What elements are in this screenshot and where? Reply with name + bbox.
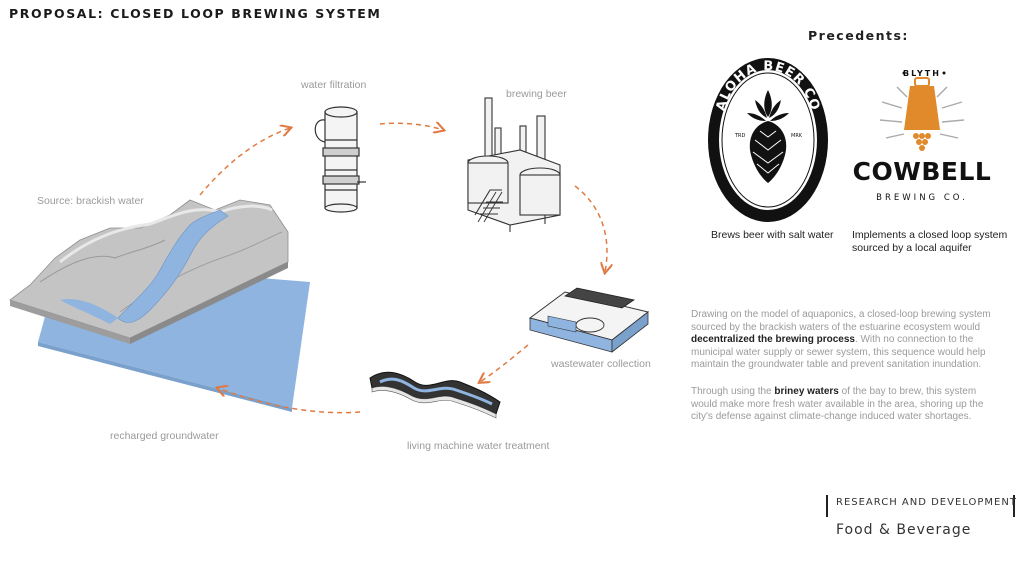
p2-text-a: Through using the	[691, 386, 775, 397]
subcategory-label: Food & Beverage	[836, 522, 972, 538]
living-machine	[369, 371, 501, 419]
brewing-beer-label: brewing beer	[506, 88, 567, 100]
cowbell-brewing-text: BREWING CO.	[876, 193, 968, 203]
cowbell-main-text: COWBELL	[853, 157, 992, 186]
aloha-mrk-text: MRK	[791, 133, 803, 139]
cowbell-brewing-logo: BLYTH COWBELL BREWING CO.	[853, 69, 992, 203]
p1-bold: decentralized the brewing process	[691, 334, 855, 346]
category-label: RESEARCH AND DEVELOPMENT	[836, 497, 1017, 508]
precedents-heading: Precedents:	[808, 28, 909, 43]
cowbell-caption-line1: Implements a closed loop system	[852, 229, 1008, 241]
source-label: Source: brackish water	[37, 195, 144, 207]
description-paragraph-1: Drawing on the model of aquaponics, a cl…	[691, 309, 1001, 372]
footer-divider-right	[1013, 495, 1015, 517]
water-filtration-tank	[314, 106, 366, 213]
living-machine-label: living machine water treatment	[407, 440, 550, 452]
flow-arrows	[199, 123, 607, 414]
recharged-groundwater-label: recharged groundwater	[110, 430, 219, 442]
aloha-beer-logo: ALOHA BEER CO KAKA'AKO TRD MRK	[708, 58, 828, 222]
p2-text-b: of the bay to brew, this system would ma…	[691, 386, 984, 423]
aloha-trd-text: TRD	[734, 133, 746, 139]
p2-bold: briney waters	[774, 386, 839, 397]
cowbell-caption: Implements a closed loop system sourced …	[852, 229, 1007, 255]
description-paragraph-2: Through using the briney waters of the b…	[691, 386, 1001, 424]
wastewater-label: wastewater collection	[551, 358, 651, 370]
p1-text-b: . With no connection to the municipal wa…	[691, 334, 986, 371]
brewing-equipment	[467, 97, 561, 232]
footer-divider-left	[826, 495, 828, 517]
wastewater-basin	[528, 287, 650, 353]
page-title: PROPOSAL: CLOSED LOOP BREWING SYSTEM	[9, 6, 382, 21]
closed-loop-diagram	[9, 97, 650, 419]
cowbell-caption-line2: sourced by a local aquifer	[852, 242, 972, 254]
p1-text-a: Drawing on the model of aquaponics, a cl…	[691, 309, 991, 333]
aloha-caption: Brews beer with salt water	[711, 229, 834, 241]
terrain-model	[9, 199, 289, 344]
water-filtration-label: water filtration	[301, 79, 367, 91]
cowbell-blyth-text: BLYTH	[903, 69, 941, 78]
